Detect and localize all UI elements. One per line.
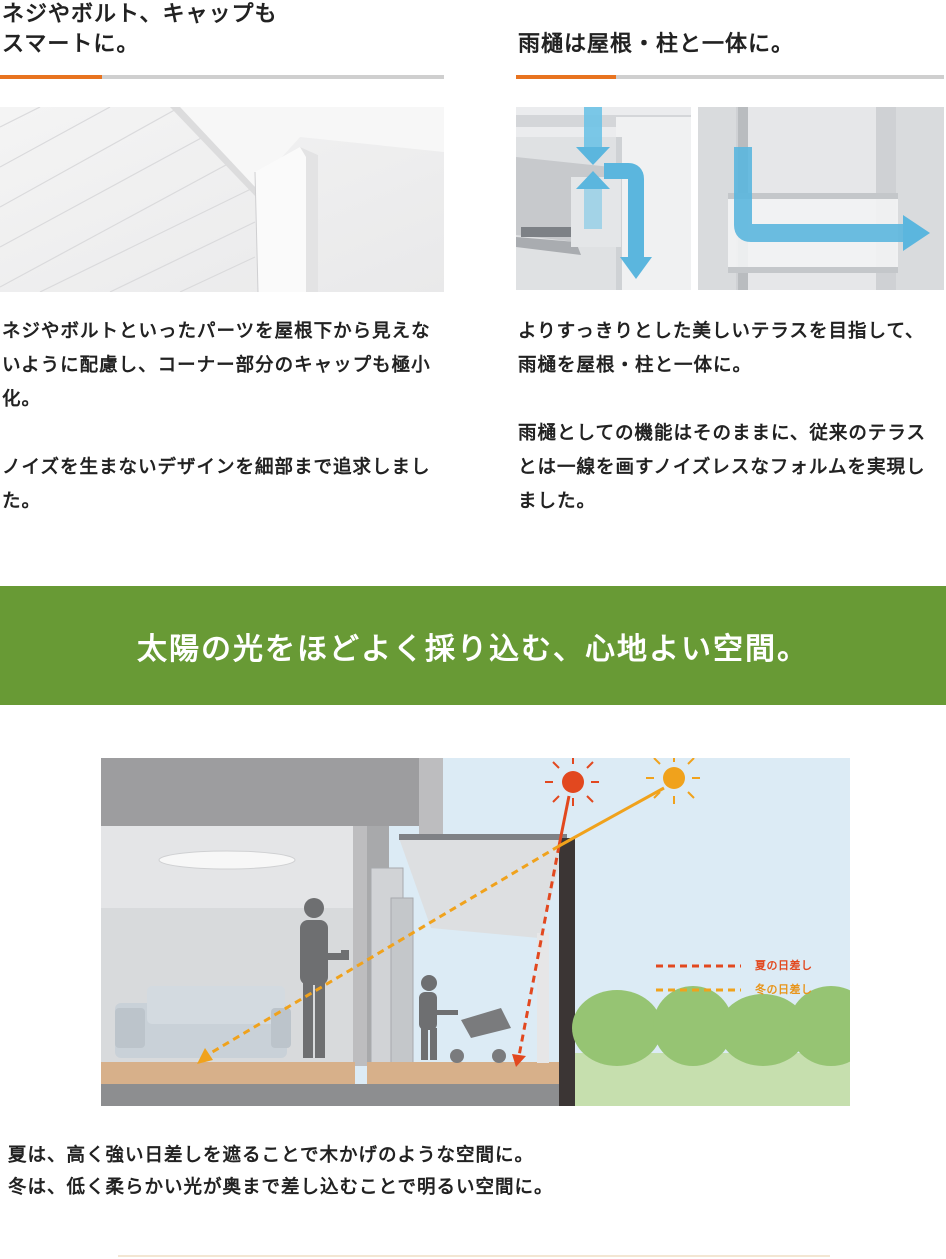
right-body-p2: 雨樋としての機能はそのままに、従来のテラスとは一線を画すノイズレスなフォルムを実… — [518, 423, 927, 512]
legend-summer: 夏の日差し — [755, 959, 813, 972]
left-heading-line2: スマートに。 — [2, 32, 140, 57]
gutter-section-photo — [516, 107, 691, 290]
bottom-divider — [118, 1255, 830, 1257]
right-body-p1: よりすっきりとした美しいテラスを目指して、雨樋を屋根・柱と一体に。 — [518, 321, 925, 376]
illustration-caption: 夏は、高く強い日差しを遮ることで木かげのような空間に。 冬は、低く柔らかい光が奥… — [8, 1140, 928, 1204]
left-heading: ネジやボルト、キャップも スマートに。 — [2, 0, 444, 60]
left-heading-rule — [0, 75, 444, 79]
right-feature: 雨樋は屋根・柱と一体に。 — [518, 30, 946, 60]
caption-line1: 夏は、高く強い日差しを遮ることで木かげのような空間に。 — [8, 1145, 534, 1166]
right-body: よりすっきりとした美しいテラスを目指して、雨樋を屋根・柱と一体に。 雨樋としての… — [518, 315, 944, 519]
roof-corner-photo — [0, 107, 444, 292]
post-gutter-photo — [698, 107, 944, 290]
legend-winter: 冬の日差し — [755, 983, 813, 996]
right-heading-rule — [516, 75, 944, 79]
left-body: ネジやボルトといったパーツを屋根下から見えないように配慮し、コーナー部分のキャッ… — [2, 315, 442, 519]
banner-title: 太陽の光をほどよく採り込む、心地よい空間。 — [137, 631, 809, 667]
caption-line2: 冬は、低く柔らかい光が奥まで差し込むことで明るい空間に。 — [8, 1177, 554, 1198]
left-feature: ネジやボルト、キャップも スマートに。 — [2, 0, 444, 60]
left-heading-line1: ネジやボルト、キャップも — [2, 2, 278, 27]
left-body-p1: ネジやボルトといったパーツを屋根下から見えないように配慮し、コーナー部分のキャッ… — [2, 321, 431, 410]
sunlight-illustration: 夏の日差し 冬の日差し — [101, 758, 850, 1106]
left-body-p2: ノイズを生まないデザインを細部まで追求しました。 — [2, 457, 431, 512]
section-banner: 太陽の光をほどよく採り込む、心地よい空間。 — [0, 586, 946, 705]
right-heading: 雨樋は屋根・柱と一体に。 — [518, 32, 795, 57]
